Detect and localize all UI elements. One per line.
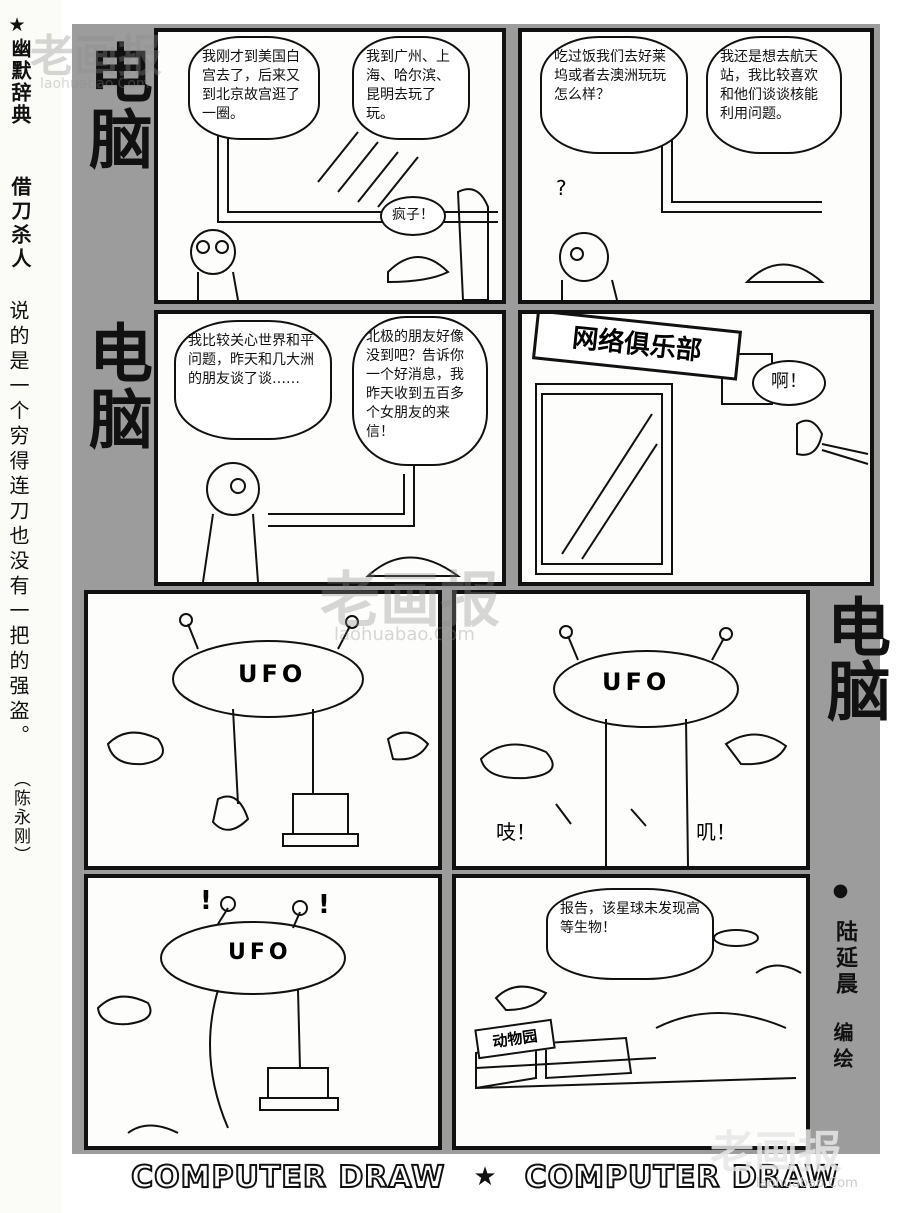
- panel-3-art: [202, 462, 462, 582]
- title-part-1: 电脑: [78, 40, 152, 172]
- question-mark: ?: [556, 176, 567, 200]
- panel-5-art: [106, 613, 430, 847]
- author: （陈永刚）: [10, 770, 30, 865]
- panel-4-art: [535, 353, 869, 575]
- panel-6: UFO 吱！ 叽！: [452, 590, 810, 870]
- definition: 说的是一个穷得连刀也没有一把的强盗。: [6, 300, 30, 750]
- watermark-url: laohuabao.Com: [40, 76, 150, 92]
- speech-bubble: 啊！: [752, 360, 826, 406]
- panel-1: 我刚才到美国白宫去了，后来又到北京故宫逛了一圈。 我到广州、上海、哈尔滨、昆明去…: [154, 28, 506, 304]
- title-part-2: 电脑: [78, 320, 152, 452]
- sidebar-star: ★: [6, 14, 28, 36]
- watermark-logo: 老画报: [710, 1127, 842, 1178]
- speech-bubble: 北极的朋友好像没到吧？告诉你一个好消息，我昨天收到五百多个女朋友的来信！: [352, 316, 488, 466]
- panel-7: UFO ! !: [84, 874, 442, 1150]
- speech-bubble: 吃过饭我们去好莱坞或者去澳洲玩玩怎么样？: [540, 36, 688, 154]
- sound-effect: 吱！: [496, 820, 536, 844]
- artist-role: 编绘: [830, 1022, 854, 1074]
- ufo-label: UFO: [228, 940, 292, 965]
- speech-bubble: 我刚才到美国白宫去了，后来又到北京故宫逛了一圈。: [188, 36, 320, 140]
- exclamation-mark: !: [200, 886, 212, 916]
- panel-2: ? 吃过饭我们去好莱坞或者去澳洲玩玩怎么样？ 我还是想去航天站，我比较喜欢和他们…: [518, 28, 874, 304]
- footer-bar: COMPUTER DRAW ★ COMPUTER DRAW: [110, 1156, 860, 1198]
- speech-bubble: 我到广州、上海、哈尔滨、昆明去玩了玩。: [352, 36, 470, 140]
- ufo-label: UFO: [238, 660, 307, 688]
- panel-5: UFO: [84, 590, 442, 870]
- watermark-logo: 老画报: [320, 566, 500, 636]
- exclamation-mark: !: [318, 890, 330, 920]
- speech-bubble: 报告，该星球未发现高等生物！: [546, 888, 714, 980]
- panel-4: 网络俱乐部 啊！: [518, 310, 874, 586]
- footer-left-text: COMPUTER DRAW: [130, 1159, 446, 1196]
- watermark-url: laohuabao.Com: [756, 1176, 858, 1191]
- speech-bubble: 我还是想去航天站，我比较喜欢和他们谈谈核能利用问题。: [706, 36, 842, 154]
- title-part-3: 电脑: [816, 594, 890, 722]
- panel-3: 我比较关心世界和平问题，昨天和几大洲的朋友谈了谈…… 北极的朋友好像没到吧？告诉…: [154, 310, 506, 586]
- credit-bullet: ●: [830, 880, 851, 901]
- sidebar-column: ★ 幽默辞典 借刀杀人 说的是一个穷得连刀也没有一把的强盗。 （陈永刚）: [0, 0, 62, 1213]
- footer-right-text: COMPUTER DRAW: [524, 1159, 839, 1196]
- ufo-label: UFO: [602, 668, 671, 696]
- footer-star: ★: [473, 1162, 497, 1192]
- watermark-url: laohuabao.Com: [334, 624, 475, 645]
- speech-bubble: 我比较关心世界和平问题，昨天和几大洲的朋友谈了谈……: [174, 320, 332, 440]
- panel-6-art: [479, 625, 788, 866]
- sound-effect: 叽！: [696, 820, 736, 844]
- artist-name: 陆延晨: [832, 920, 857, 998]
- panel-7-art: [96, 896, 346, 1134]
- watermark-logo: 老画报: [30, 31, 162, 82]
- column-title: 幽默辞典: [8, 38, 32, 126]
- speech-bubble: 疯子！: [380, 196, 446, 236]
- panel-8: 报告，该星球未发现高等生物！ 动物园: [452, 874, 810, 1150]
- term: 借刀杀人: [8, 176, 32, 272]
